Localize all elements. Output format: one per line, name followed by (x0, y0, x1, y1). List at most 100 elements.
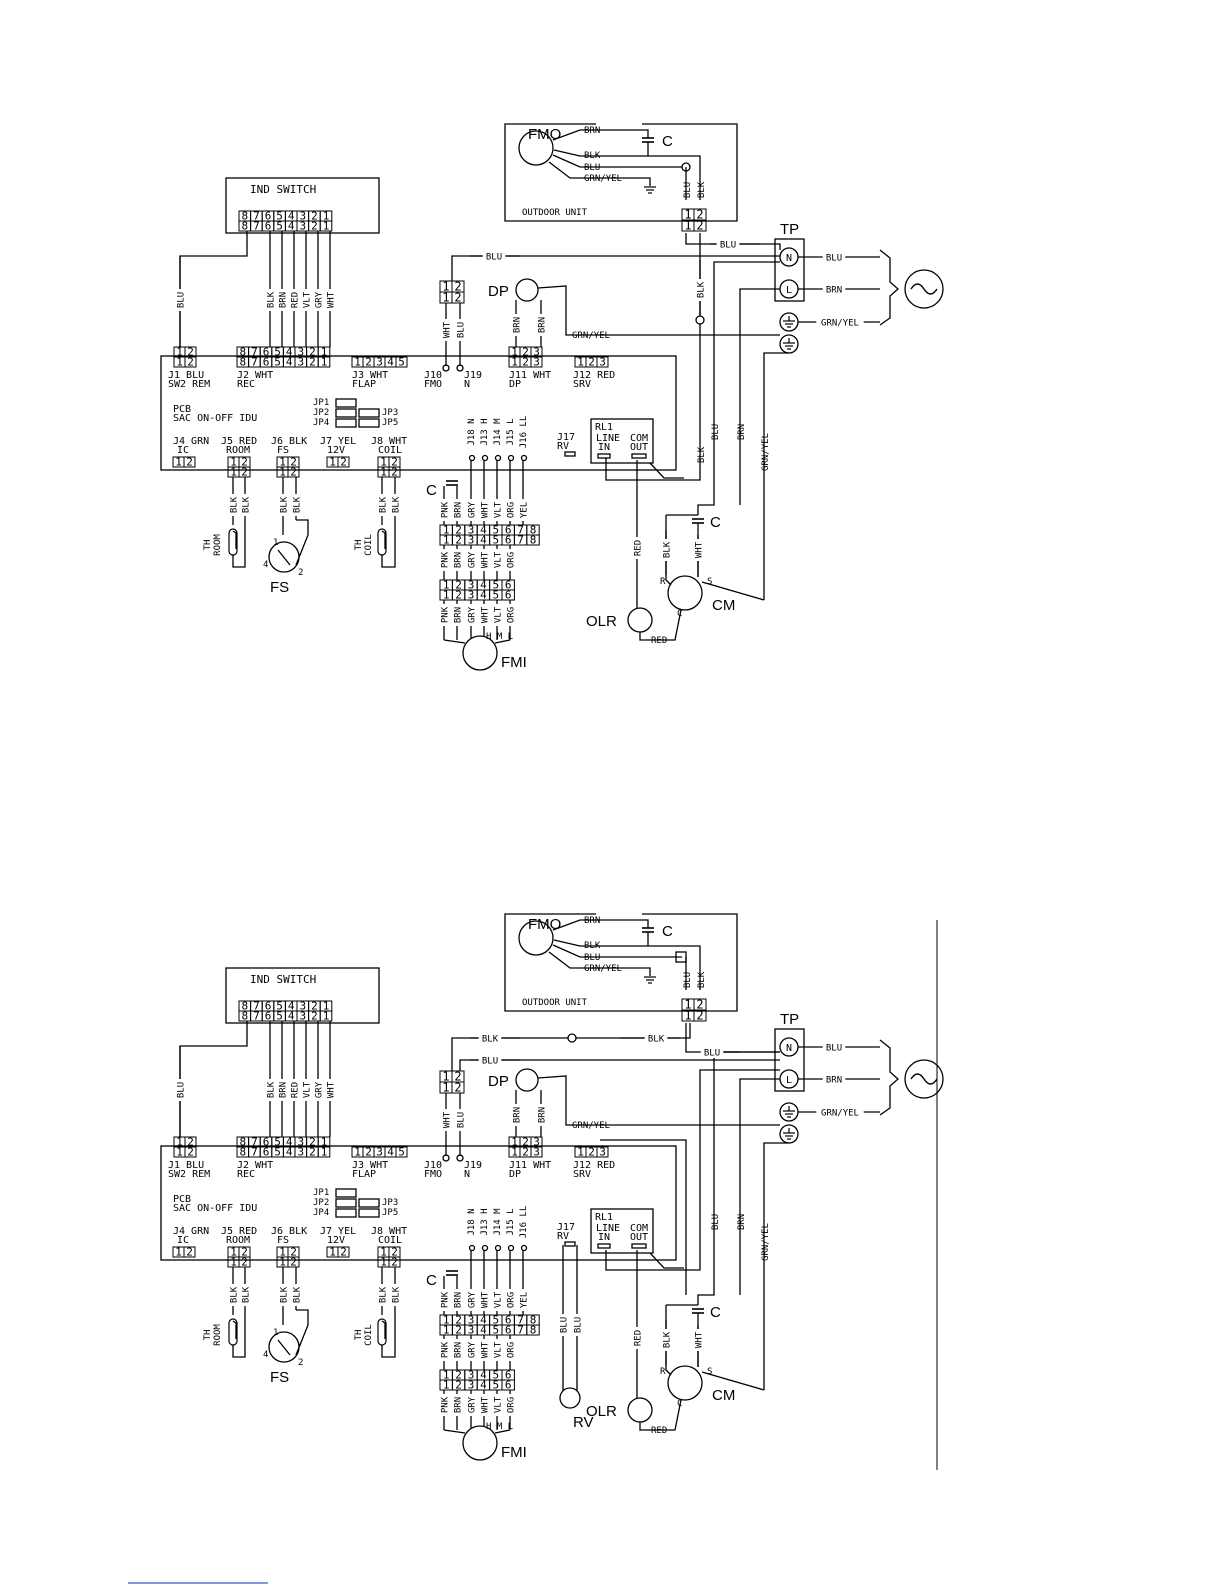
supply-earth-icon (779, 312, 799, 332)
wire-label-blk: BLK (242, 1286, 252, 1303)
pin-number: 2 (522, 1136, 529, 1149)
wire-label-blk: BLK (280, 496, 290, 513)
wire-label-blu: BLU (683, 972, 693, 988)
wire-brn (552, 919, 649, 931)
j17-sub: RV (557, 1231, 569, 1242)
wire-label-blu: BLU (711, 424, 721, 440)
wire-label-blu: BLU (584, 953, 600, 963)
wire-label-blu: BLU (711, 1214, 721, 1230)
pin-number: 1 (443, 579, 450, 592)
tp-n-label: N (786, 253, 792, 264)
wire-label-bg (277, 289, 287, 311)
pin-number: 1 (684, 219, 691, 233)
wire-label-org: ORG (507, 1342, 517, 1358)
wire-label-org: ORG (507, 552, 517, 568)
j5-label: J5 RED (221, 1226, 257, 1237)
pin-number: 3 (468, 1314, 475, 1327)
pin-number: 2 (241, 456, 248, 469)
fan-tap-label: J14 M (493, 418, 503, 446)
outdoor-unit-title: OUTDOOR UNIT (522, 208, 588, 218)
wire-label-blu: BLU (683, 182, 693, 198)
olr-label: OLR (586, 1403, 617, 1420)
pin-cell (337, 1246, 350, 1258)
j11-label: J11 WHT (509, 1160, 551, 1171)
pin-number: 2 (187, 356, 194, 369)
pin-number: 1 (176, 1136, 183, 1149)
wire-label-gry: GRY (468, 1291, 478, 1308)
wire-label-brn: BRN (538, 1107, 548, 1123)
wire-label-bg (479, 1339, 489, 1361)
wire-grn-yel (763, 1142, 789, 1390)
fs-label: FS (270, 1369, 289, 1386)
wire-label-pnk: PNK (441, 1396, 451, 1413)
pin-number: 1 (511, 1136, 518, 1149)
wire-red (639, 609, 682, 641)
wire-blk (553, 939, 701, 990)
pin-number: 2 (187, 346, 194, 359)
pin-number: 3 (297, 346, 304, 359)
wire-label-pnk: PNK (441, 551, 451, 568)
fs-pin-2: 2 (298, 1358, 303, 1368)
pin-number: 2 (309, 346, 316, 359)
j8-sub: COIL (378, 445, 402, 456)
pin-number: 8 (239, 346, 246, 359)
pcb-label: PCB (173, 1194, 191, 1205)
wire-label-blk: BLK (697, 446, 707, 463)
fan-tap-label: J18 N (467, 418, 477, 445)
outdoor-unit-gap (596, 121, 642, 127)
j19-label: J19 (464, 1160, 482, 1171)
fan-tap-pin (468, 454, 476, 462)
pin-number: 1 (443, 1369, 450, 1382)
pin-number: 5 (274, 1136, 281, 1149)
wire-label-bg (693, 1329, 703, 1351)
wire-label-brn: BRN (584, 916, 600, 926)
j6-sub: FS (277, 1235, 289, 1246)
tp-label: TP (780, 1011, 799, 1028)
wire-label-bg (661, 539, 671, 561)
j4-sub: IC (177, 445, 189, 456)
wire-label-blk: BLK (663, 541, 673, 558)
j1-label: J1 BLU (168, 1160, 204, 1171)
wire-label-yel: YEL (520, 1292, 530, 1308)
fan-tap-pin (494, 1244, 502, 1252)
fan-tap-label: J14 M (493, 1208, 503, 1236)
wire-label-blu: BLU (177, 292, 187, 308)
wire-label-bg (289, 289, 299, 311)
wire-node (695, 315, 705, 325)
pin-number: 2 (186, 1246, 193, 1259)
pin-number: 1 (511, 1146, 518, 1159)
wire-label-gry: GRY (315, 291, 325, 308)
wire-label-grn-yel: GRN/YEL (584, 174, 622, 184)
j4-label: J4 GRN (173, 1226, 209, 1237)
fmi-fan-motor-icon (462, 635, 498, 671)
wire-label-grn-yel: GRN/YEL (821, 319, 859, 329)
pin-number: 3 (468, 1369, 475, 1382)
cm-r-label: R (660, 1367, 666, 1377)
rl1-out-pin (631, 1243, 647, 1249)
j4-sub: IC (177, 1235, 189, 1246)
pin-number: 1 (230, 466, 237, 479)
pin-number: 1 (443, 589, 450, 602)
wire-label-gry: GRY (468, 1341, 478, 1358)
rl1-out-pin (631, 453, 647, 459)
fan-tap-pin (507, 1244, 515, 1252)
pin-number: 5 (492, 534, 499, 547)
wire-label-bg (505, 499, 515, 521)
pin-number: 6 (265, 1000, 272, 1013)
pin-number: 1 (321, 346, 328, 359)
pin-cell (526, 1324, 540, 1336)
pin-number: 1 (443, 524, 450, 537)
wire-label-bg (390, 1284, 400, 1306)
wire-grn-yel (548, 161, 651, 186)
wire-label-org: ORG (507, 1397, 517, 1413)
wire-label-blu: BLU (826, 1044, 842, 1054)
jp1-label: JP1 (313, 398, 329, 408)
fan-tap-label: J13 H (480, 418, 490, 445)
wire-label-bg (466, 1289, 476, 1311)
pin-number: 5 (276, 210, 283, 223)
pin-cell (501, 1379, 515, 1391)
